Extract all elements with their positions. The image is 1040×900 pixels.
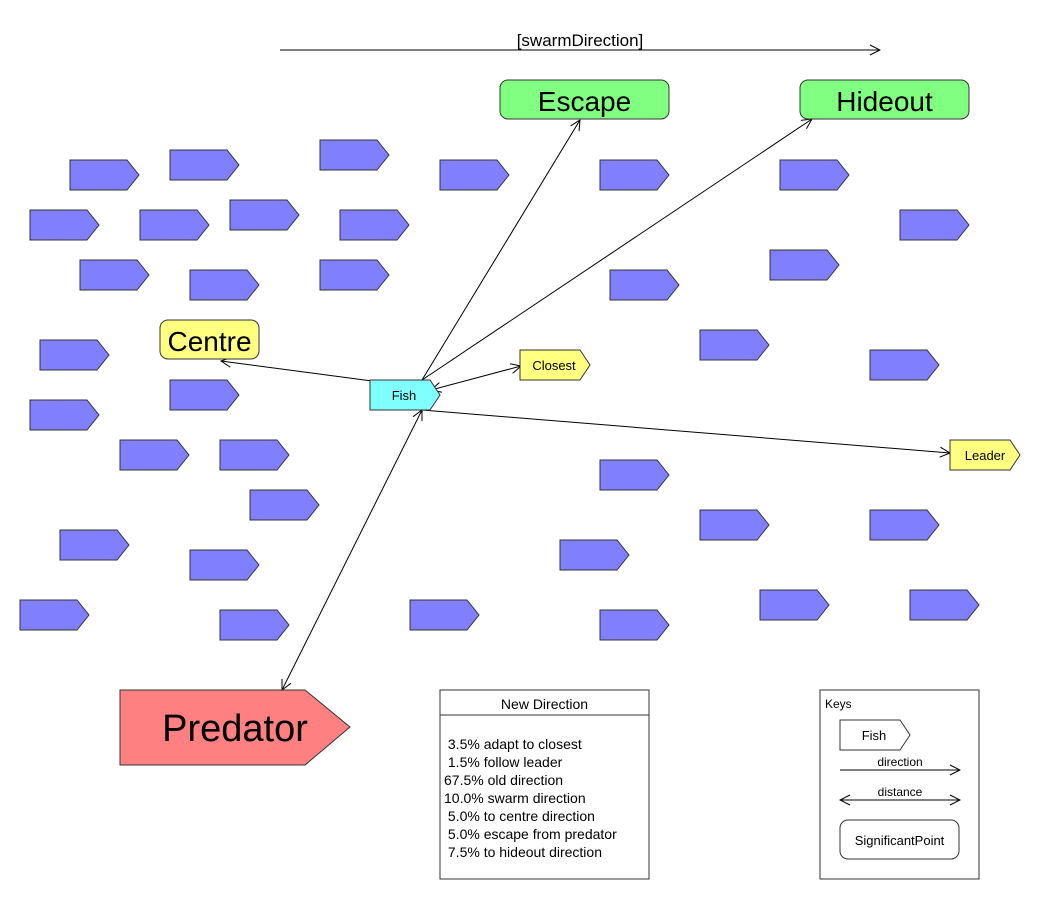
swarm-fish (219, 439, 290, 471)
key-significant-point-shape (839, 819, 960, 860)
new-direction-box: New Direction 3.5% adapt to closest 1.5%… (439, 689, 650, 880)
swarm-fish (229, 199, 300, 231)
swarm-fish (759, 589, 830, 621)
swarm-fish (169, 379, 240, 411)
keys-title: Keys (825, 697, 852, 711)
predator-shape: Predator (119, 689, 351, 766)
direction-weight-line: 7.5% to hideout direction (444, 844, 602, 860)
swarm-fish-group (19, 139, 980, 641)
swarm-fish (139, 209, 210, 241)
centre-point: Centre (159, 319, 260, 360)
swarm-fish (189, 269, 260, 301)
swarm-fish (699, 329, 770, 361)
key-fish-label: Fish (862, 728, 887, 743)
predator-distance-arrow (282, 410, 422, 690)
centre-label: Centre (167, 326, 251, 357)
swarm-fish (599, 609, 670, 641)
hideout-point: Hideout (799, 79, 970, 120)
swarm-fish (609, 269, 680, 301)
swarm-fish (69, 159, 140, 191)
closest-shape: Closest (519, 349, 591, 381)
leader-label: Leader (965, 448, 1006, 463)
fish-label: Fish (392, 388, 417, 403)
key-fish-shape: Fish (839, 719, 911, 751)
swarm-fish (869, 509, 940, 541)
fish-shape: Fish (369, 379, 441, 411)
direction-weight-line: 67.5% old direction (444, 772, 563, 788)
swarm-fish (779, 159, 850, 191)
swarm-fish (439, 159, 510, 191)
swarm-fish (339, 209, 410, 241)
swarm-fish (249, 489, 320, 521)
swarm-fish (899, 209, 970, 241)
hideout-arrow (421, 119, 812, 381)
swarm-fish (319, 139, 390, 171)
key-distance-label: distance (878, 785, 923, 799)
swarm-fish (319, 259, 390, 291)
swarm-fish (409, 599, 480, 631)
hideout-label: Hideout (836, 86, 933, 117)
escape-point: Escape (499, 79, 670, 120)
swarm-fish (29, 399, 100, 431)
swarm-fish (119, 439, 190, 471)
leader-arrow (421, 409, 950, 453)
direction-weight-line: 5.0% escape from predator (444, 826, 617, 842)
predator-label: Predator (162, 708, 308, 750)
swarm-fish (169, 149, 240, 181)
closest-label: Closest (532, 358, 576, 373)
swarm-fish (29, 209, 100, 241)
escape-arrow (421, 120, 580, 381)
closest-distance-arrow (431, 366, 521, 390)
direction-weight-line: 3.5% adapt to closest (444, 736, 582, 752)
key-direction-label: direction (877, 755, 922, 769)
swarm-fish (19, 599, 90, 631)
swarm-fish (869, 349, 940, 381)
swarm-fish (39, 339, 110, 371)
swarm-fish (699, 509, 770, 541)
swarm-fish (909, 589, 980, 621)
swarm-fish (599, 459, 670, 491)
direction-weight-line: 10.0% swarm direction (444, 790, 586, 806)
swarm-fish (599, 159, 670, 191)
swarm-fish (219, 609, 290, 641)
new-direction-title: New Direction (501, 696, 588, 712)
swarm-fish (769, 249, 840, 281)
swarm-fish (189, 549, 260, 581)
key-significant-point-label: SignificantPoint (855, 833, 945, 848)
swarm-fish (59, 529, 130, 561)
direction-weight-line: 1.5% follow leader (444, 754, 563, 770)
swarm-direction-label: [swarmDirection] (517, 31, 644, 50)
keys-box: Keys Fish direction distance Significant… (819, 689, 980, 880)
leader-shape: Leader (949, 439, 1021, 471)
swarm-fish (559, 539, 630, 571)
escape-label: Escape (538, 86, 631, 117)
swarm-fish (79, 259, 150, 291)
centre-arrow (221, 361, 373, 382)
direction-weight-line: 5.0% to centre direction (444, 808, 595, 824)
